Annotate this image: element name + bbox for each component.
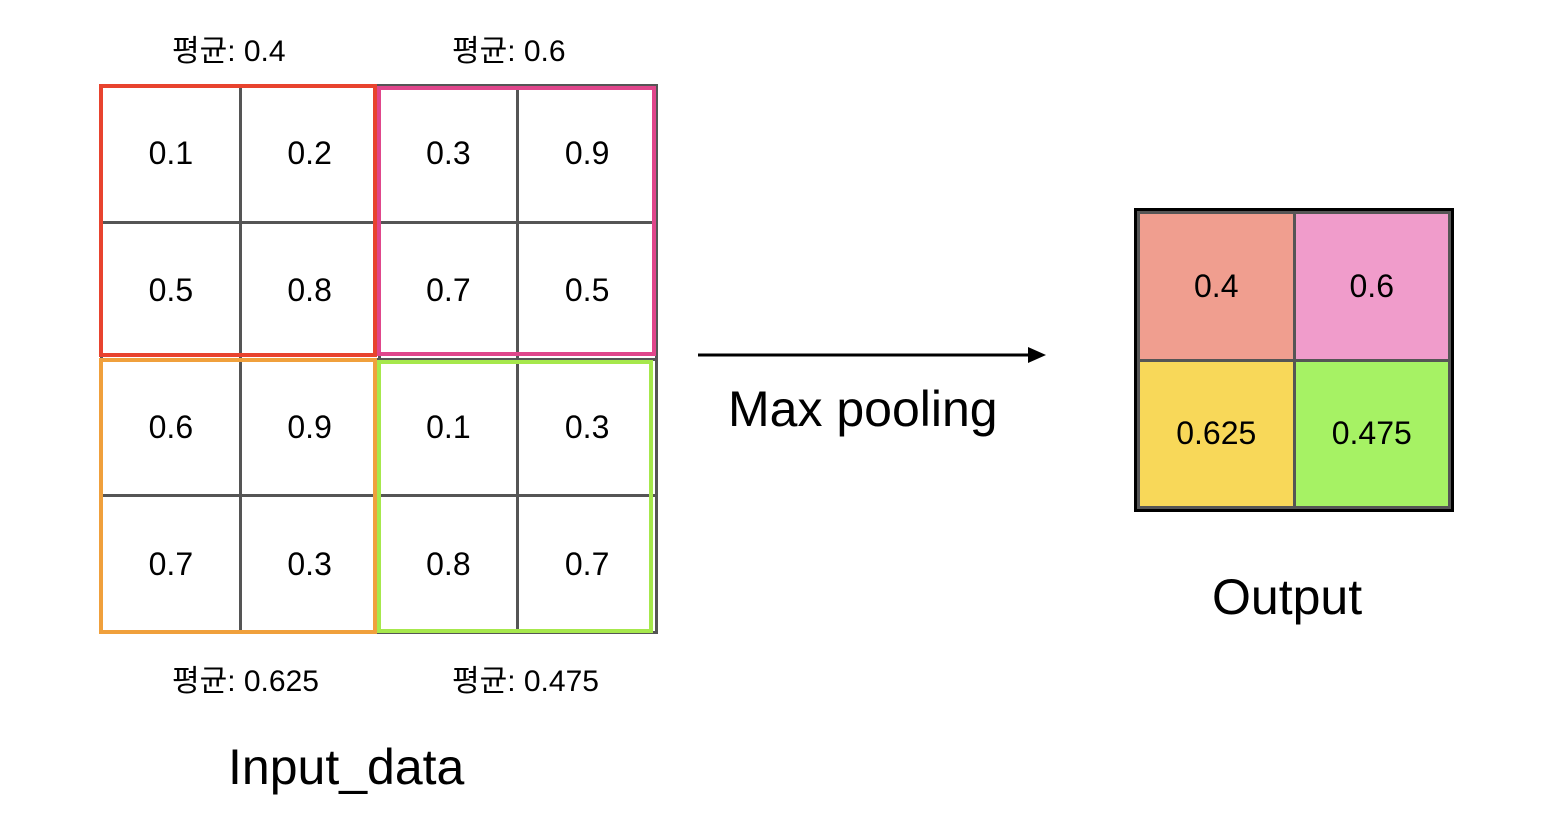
input-cell: 0.9 xyxy=(519,87,655,221)
output-cell: 0.475 xyxy=(1295,361,1448,506)
avg-label-top-right: 평균: 0.6 xyxy=(452,35,566,68)
avg-label-bottom-right: 평균: 0.475 xyxy=(452,665,599,698)
input-cell: 0.6 xyxy=(103,360,239,495)
input-cell: 0.8 xyxy=(241,223,378,358)
input-cell: 0.5 xyxy=(103,223,239,358)
output-grid: 0.4 0.6 0.625 0.475 xyxy=(1134,208,1454,512)
input-cell: 0.3 xyxy=(519,360,655,495)
avg-label-bottom-left: 평균: 0.625 xyxy=(172,665,319,698)
output-caption: Output xyxy=(1212,569,1363,625)
input-grid: 0.1 0.2 0.3 0.9 0.5 0.8 0.7 0.5 0.6 0.9 … xyxy=(100,84,658,634)
input-cell: 0.7 xyxy=(380,223,517,358)
input-cell: 0.2 xyxy=(241,87,378,221)
input-cell: 0.3 xyxy=(241,497,378,631)
input-cell: 0.1 xyxy=(380,360,517,495)
input-cell: 0.1 xyxy=(103,87,239,221)
input-cell: 0.3 xyxy=(380,87,517,221)
operation-label: Max pooling xyxy=(728,381,998,437)
input-cell: 0.5 xyxy=(519,223,655,358)
input-cell: 0.7 xyxy=(519,497,655,631)
avg-label-top-left: 평균: 0.4 xyxy=(172,35,286,68)
arrow-right-icon xyxy=(698,347,1046,363)
input-caption: Input_data xyxy=(228,739,465,795)
input-cell: 0.9 xyxy=(241,360,378,495)
output-cell: 0.625 xyxy=(1140,361,1293,506)
output-cell: 0.6 xyxy=(1295,214,1448,359)
input-cell: 0.8 xyxy=(380,497,517,631)
output-cell: 0.4 xyxy=(1140,214,1293,359)
input-cell: 0.7 xyxy=(103,497,239,631)
